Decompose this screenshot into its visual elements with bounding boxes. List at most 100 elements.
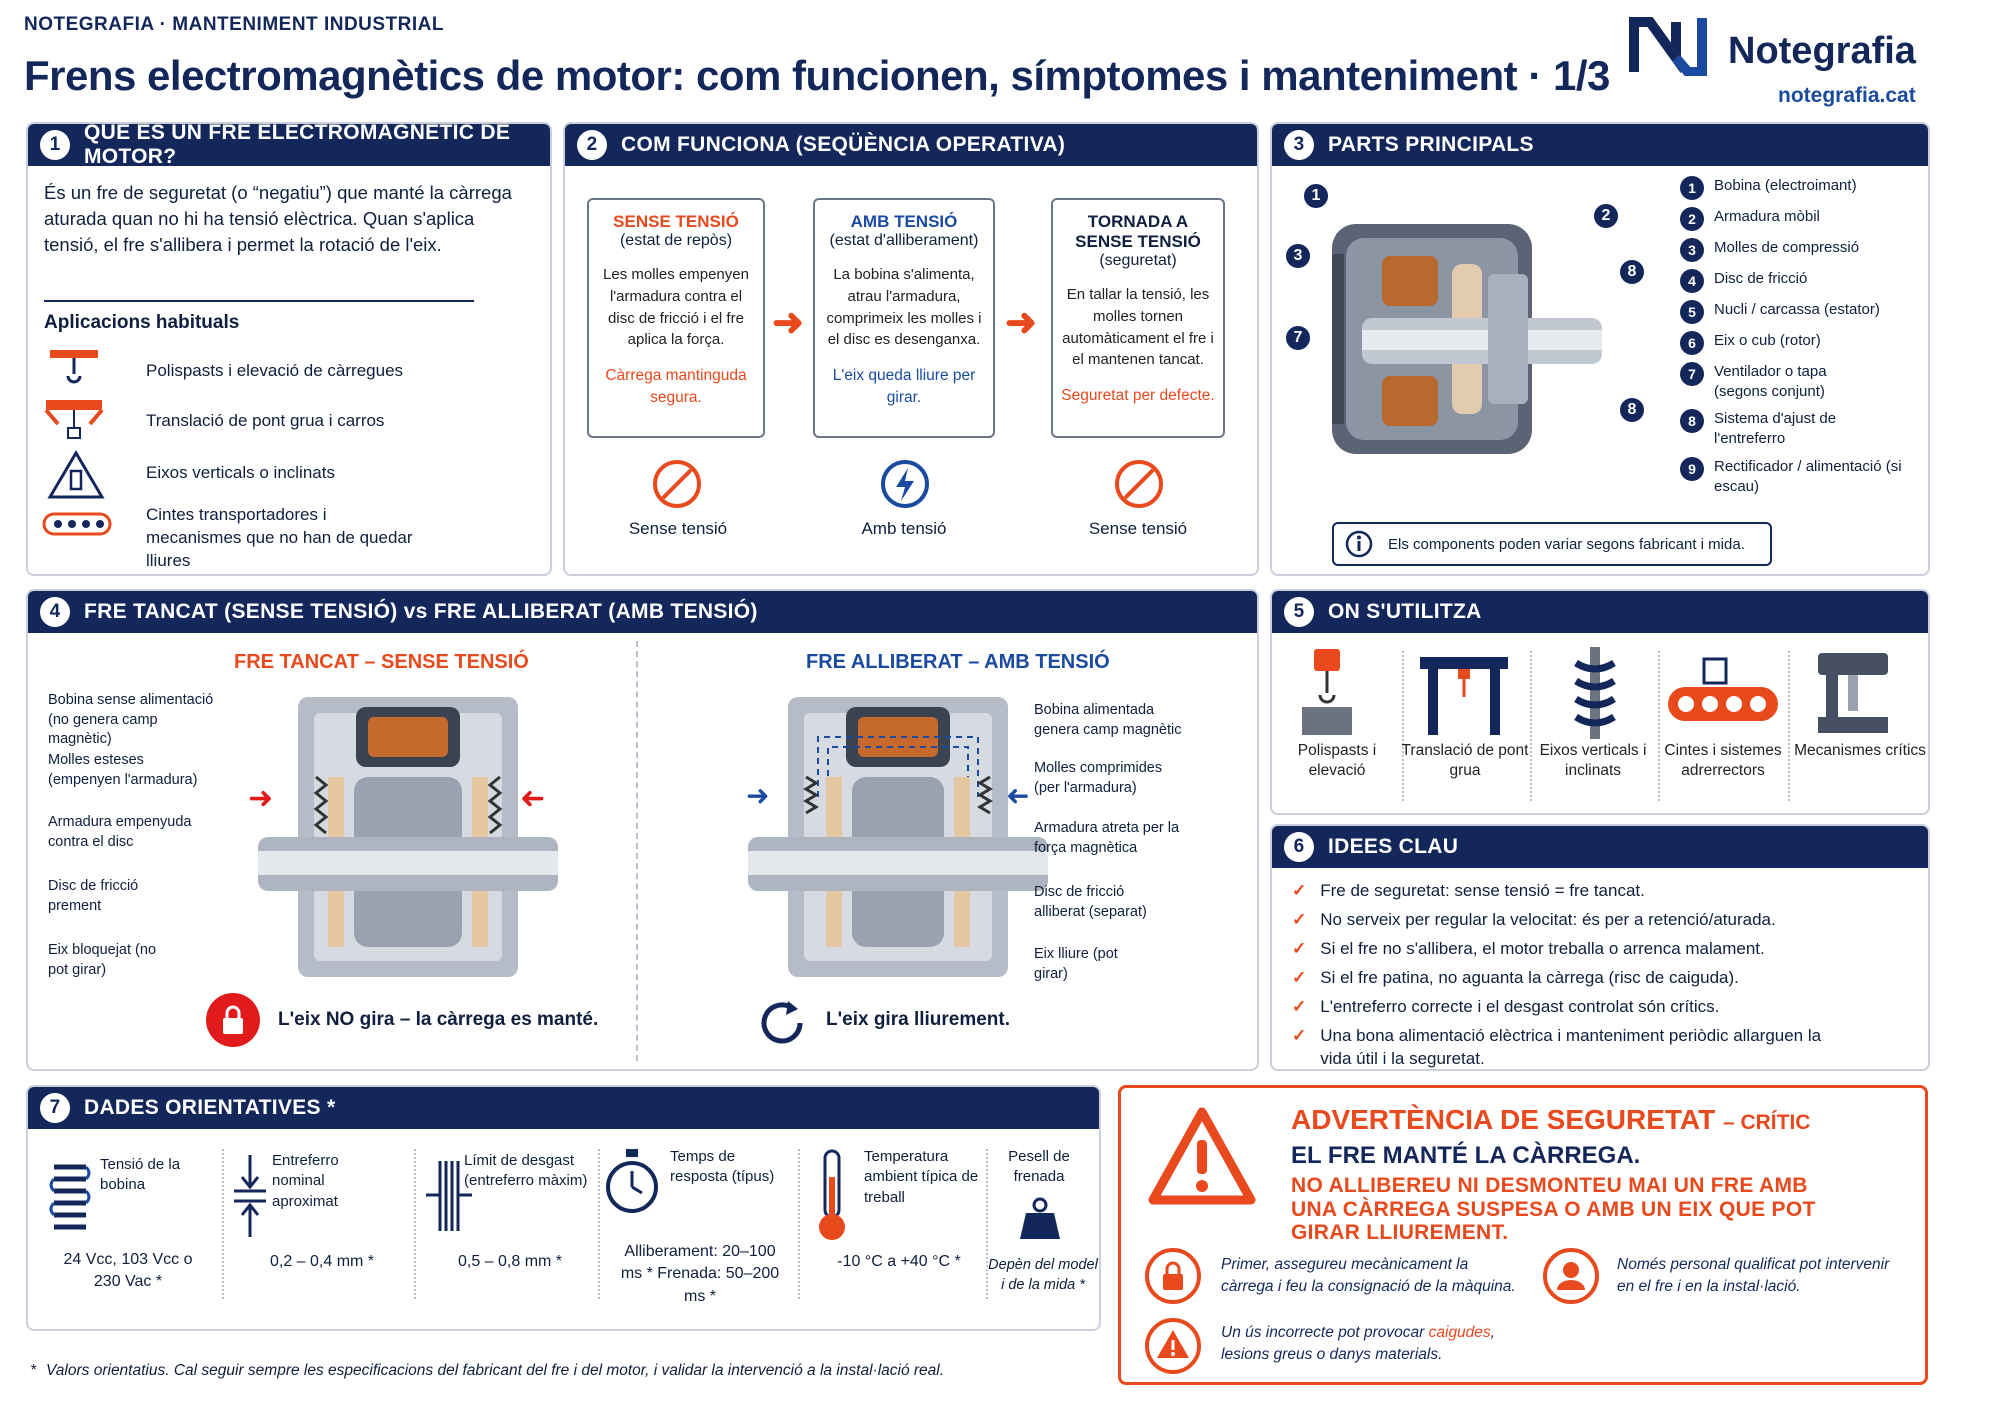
callout-8: 8 [1618, 396, 1646, 424]
info-note: Els components poden variar segons fabri… [1332, 522, 1772, 566]
warning-title: ADVERTÈNCIA DE SEGURETAT – CRÍTIC [1291, 1104, 1811, 1135]
check-icon: ✓ [1292, 939, 1307, 958]
released-label: Eix lliure (pot girar) [1034, 946, 1118, 982]
hoist-icon [46, 346, 102, 399]
arrow-right-icon: ➜ [248, 782, 274, 815]
use-item: Mecanismes crítics [1794, 742, 1926, 759]
check-icon: ✓ [1292, 997, 1307, 1016]
rotate-icon [754, 995, 810, 1056]
warning-triangle-icon [1147, 1106, 1257, 1211]
alert-icon [1143, 1316, 1203, 1381]
idea-item: ✓No serveix per regular la velocitat: és… [1292, 909, 1776, 932]
lock-icon [1143, 1246, 1203, 1311]
machine-press-icon [1808, 647, 1898, 742]
section-1-title: QUÈ ÉS UN FRE ELECTROMAGNÈTIC DE MOTOR? [84, 122, 511, 168]
weight-icon [1018, 1197, 1062, 1246]
use-item: Polispasts i elevació [1297, 742, 1377, 780]
conveyor-icon [42, 510, 112, 545]
section-7-title: DADES ORIENTATIVES * [84, 1096, 336, 1119]
closed-label: Molles esteses (empenyen l'armadura) [48, 752, 198, 788]
vertical-axis-icon [1560, 645, 1630, 746]
data-label: Entreferro nominal aproximat [272, 1152, 339, 1210]
hoist-icon [1292, 643, 1362, 744]
data-value: 0,5 – 0,8 mm * [457, 1253, 563, 1270]
intro-text: És un fre de seguretat (o “negatiu”) que… [44, 182, 512, 255]
stopwatch-icon [602, 1147, 662, 1224]
no-power-icon [1113, 458, 1165, 515]
app-item: Translació de pont grua i carros [146, 411, 385, 430]
released-label: Disc de fricció alliberat (separat) [1034, 884, 1147, 920]
bridge-crane-icon [1414, 649, 1514, 744]
warning-note: Només personal qualificat pot intervenir… [1617, 1256, 1890, 1295]
section-4-title: FRE TANCAT (SENSE TENSIÓ) vs FRE ALLIBER… [84, 600, 758, 623]
step-card: SENSE TENSIÓ (estat de repòs) Les molles… [587, 198, 765, 438]
page-title: Frens electromagnètics de motor: com fun… [24, 52, 1610, 99]
info-icon [1345, 530, 1373, 558]
icon-caption: Sense tensió [628, 519, 728, 538]
step-card: AMB TENSIÓ (estat d'alliberament) La bob… [813, 198, 995, 438]
warning-note: Un ús incorrecte pot provocar caigudes, … [1221, 1324, 1495, 1363]
idea-item: ✓Fre de seguretat: sense tensió = fre ta… [1292, 880, 1645, 903]
app-item: Cintes transportadores i mecanismes que … [146, 505, 413, 570]
check-icon: ✓ [1292, 1026, 1307, 1045]
closed-brake-title: FRE TANCAT – SENSE TENSIÓ [234, 651, 529, 673]
bridge-crane-icon [44, 394, 104, 449]
callout-3: 3 [1284, 242, 1312, 270]
section-6-title: IDEES CLAU [1328, 835, 1459, 858]
closed-label: Disc de fricció prement [48, 878, 139, 914]
gap-icon [230, 1151, 270, 1246]
use-item: Translació de pont grua [1401, 742, 1529, 780]
idea-item: ✓Una bona alimentació elèctrica i manten… [1292, 1025, 1840, 1069]
wear-limit-icon [422, 1151, 476, 1246]
section-5-title: ON S'UTILITZA [1328, 600, 1482, 623]
brand-site[interactable]: notegrafia.cat [1778, 84, 1916, 107]
callout-2: 2 [1592, 202, 1620, 230]
brand-logo [1628, 14, 1708, 77]
footnote: * Valors orientatius. Cal seguir sempre l… [30, 1362, 944, 1380]
released-brake-title: FRE ALLIBERAT – AMB TENSIÓ [806, 651, 1110, 673]
icon-caption: Sense tensió [1088, 519, 1188, 538]
power-icon [879, 458, 931, 515]
app-item: Eixos verticals o inclinats [146, 463, 335, 482]
released-label: Bobina alimentada genera camp magnètic [1034, 702, 1182, 738]
data-value: -10 °C a +40 °C * [837, 1253, 961, 1270]
data-label: Temperatura ambient típica de treball [864, 1148, 979, 1206]
closed-label: Bobina sense alimentació (no genera camp… [48, 692, 214, 748]
data-value: Depèn del model i de la mida * [988, 1257, 1098, 1294]
idea-item: ✓L'entreferro correcte i el desgast cont… [1292, 996, 1719, 1019]
use-item: Cintes i sistemes adrerrectors [1664, 742, 1782, 780]
arrow-right-icon: ➜ [1005, 302, 1037, 344]
brand-name: Notegrafia [1728, 30, 1916, 72]
brake-cutaway-illustration [1312, 184, 1612, 489]
check-icon: ✓ [1292, 881, 1307, 900]
closed-label: Eix bloquejat (no pot girar) [48, 942, 157, 978]
footnote-text: Valors orientatius. Cal seguir sempre le… [46, 1362, 945, 1379]
incline-icon [46, 449, 106, 506]
check-icon: ✓ [1292, 910, 1307, 929]
conveyor-icon [1664, 657, 1784, 732]
warning-line1: EL FRE MANTÉ LA CÀRREGA. [1291, 1142, 1641, 1169]
check-icon: ✓ [1292, 968, 1307, 987]
callout-7: 7 [1284, 324, 1312, 352]
kicker: NOTEGRAFIA · MANTENIMENT INDUSTRIAL [24, 14, 444, 35]
qualified-person-icon [1541, 1246, 1601, 1311]
released-label: Molles comprimides (per l'armadura) [1034, 760, 1163, 796]
released-result: L'eix gira lliurement. [826, 1009, 1011, 1030]
arrow-right-icon: ➜ [746, 780, 770, 811]
footnote-mark: * [30, 1362, 37, 1379]
released-brake-illustration [748, 687, 1048, 992]
section-2-title: COM FUNCIONA (SEQÜÈNCIA OPERATIVA) [621, 133, 1066, 156]
safety-warning: ADVERTÈNCIA DE SEGURETAT – CRÍTIC EL FRE… [1118, 1085, 1928, 1385]
step-card: TORNADA A SENSE TENSIÓ (seguretat) En ta… [1051, 198, 1225, 438]
no-power-icon [651, 458, 703, 515]
